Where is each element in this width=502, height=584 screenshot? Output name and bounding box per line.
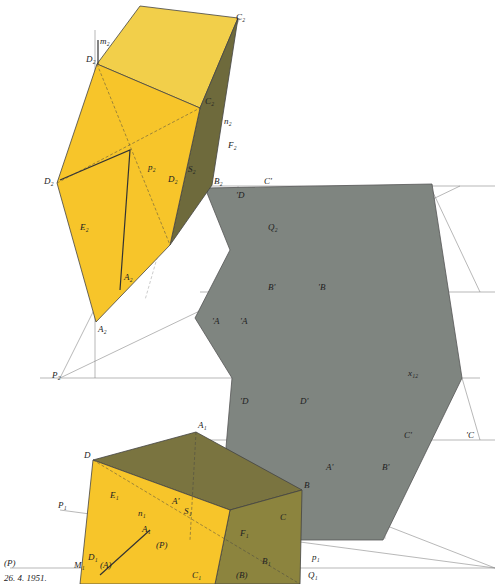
point-label: B bbox=[304, 480, 310, 490]
date-note: 26. 4. 1951. bbox=[4, 573, 47, 583]
point-label: 'D bbox=[240, 396, 248, 406]
point-label: p₂ bbox=[148, 162, 156, 172]
point-label: D₂ bbox=[44, 176, 54, 186]
point-label: C₂ bbox=[205, 96, 214, 106]
point-label: (P) bbox=[156, 540, 168, 550]
point-label: D bbox=[84, 450, 91, 460]
point-label: A₂ bbox=[124, 272, 133, 282]
point-label: A₁ bbox=[142, 524, 151, 534]
point-label: 'A bbox=[212, 316, 219, 326]
point-label: C₂ bbox=[236, 12, 245, 22]
point-label: M₁ bbox=[74, 560, 85, 570]
point-label: A₁ bbox=[198, 420, 207, 430]
point-label: P₂ bbox=[52, 370, 61, 380]
point-label: E₂ bbox=[80, 222, 89, 232]
point-label: C bbox=[280, 512, 286, 522]
point-label: 'C bbox=[466, 430, 474, 440]
point-label: (A) bbox=[100, 560, 112, 570]
point-label: n₁ bbox=[138, 508, 146, 518]
point-label: S₁ bbox=[184, 506, 192, 516]
point-label: B' bbox=[382, 462, 389, 472]
point-label: D₁ bbox=[88, 552, 98, 562]
point-label: x₁₂ bbox=[408, 368, 418, 378]
point-label: A' bbox=[172, 496, 179, 506]
point-label: (P) bbox=[4, 558, 16, 568]
point-label: (B) bbox=[236, 570, 248, 580]
point-label: D₂ bbox=[86, 54, 96, 64]
point-label: 'D bbox=[236, 190, 244, 200]
point-label: m₂ bbox=[100, 36, 110, 46]
point-label: C₁ bbox=[192, 570, 201, 580]
point-label: Q₁ bbox=[308, 570, 318, 580]
point-label: B₂ bbox=[214, 176, 223, 186]
point-label: F₂ bbox=[228, 140, 237, 150]
point-label: D' bbox=[300, 396, 308, 406]
point-label: B' bbox=[268, 282, 275, 292]
point-label: C' bbox=[264, 176, 272, 186]
point-label: A₂ bbox=[98, 324, 107, 334]
point-label: A' bbox=[326, 462, 333, 472]
point-label: D₂ bbox=[168, 174, 178, 184]
point-label: B₁ bbox=[262, 556, 271, 566]
point-label: p₁ bbox=[312, 552, 320, 562]
point-label: Q₂ bbox=[268, 222, 278, 232]
point-label: P₁ bbox=[58, 500, 67, 510]
point-label: E₁ bbox=[110, 490, 119, 500]
point-label: 'A bbox=[240, 316, 247, 326]
point-label: 'B bbox=[318, 282, 325, 292]
point-label: n₂ bbox=[224, 116, 232, 126]
point-label: C' bbox=[404, 430, 412, 440]
point-label: S₂ bbox=[188, 164, 196, 174]
point-label: F₁ bbox=[240, 528, 249, 538]
